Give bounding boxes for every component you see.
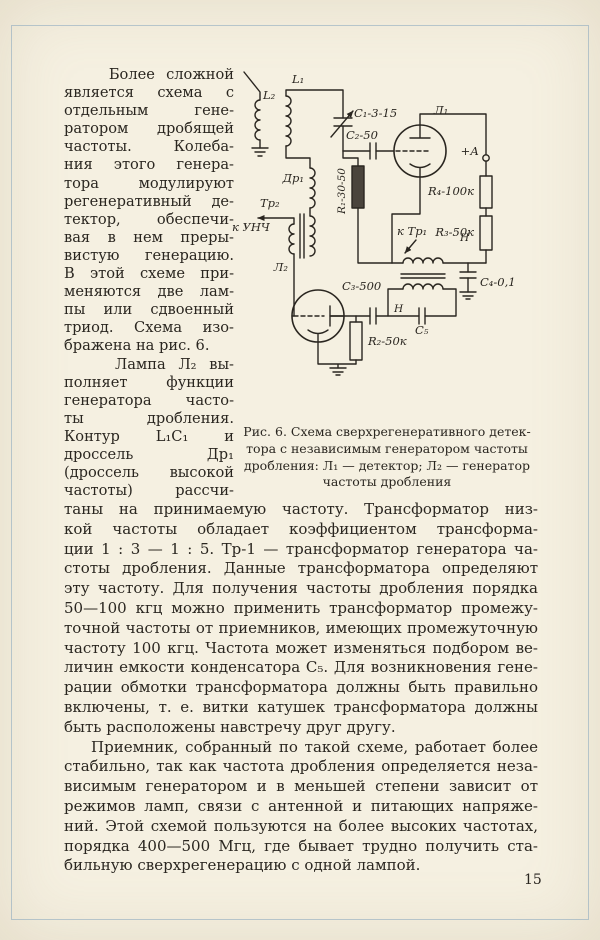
coil-L2	[254, 99, 261, 149]
wire	[342, 150, 393, 264]
wire	[285, 89, 344, 152]
resistor-R3	[479, 215, 493, 251]
paragraph-4: Приемник, собранный по такой схеме, рабо…	[64, 737, 538, 855]
label-plus-a: +А	[461, 144, 479, 158]
paragraph-3-last-line: быть расположены навстречу друг другу.	[64, 717, 396, 736]
label-C1: C₁-3-15	[354, 106, 397, 120]
ground-icon	[329, 367, 347, 376]
to-unch-arrow	[257, 215, 295, 225]
label-R2: R₂-50к	[367, 334, 407, 348]
wire	[391, 176, 421, 264]
page-number: 15	[524, 872, 542, 888]
label-C4: C₄-0,1	[480, 275, 516, 289]
label-L2: L₂	[262, 88, 276, 102]
plus-a-terminal	[482, 154, 490, 162]
wire	[329, 288, 457, 317]
label-N-c5: Н	[393, 303, 404, 315]
transformer-Tr1	[400, 257, 446, 290]
capacitor-C3	[369, 307, 377, 325]
paragraph-2: Лампа Л₂ вы- полняет функции генератора …	[64, 355, 234, 500]
paragraph-1-last-line: бражена на рис. 6.	[64, 337, 210, 355]
capacitor-C4	[459, 271, 477, 279]
resistor-R1	[351, 165, 365, 209]
to-tr1-arrow	[404, 239, 417, 254]
left-column: Более сложной является схема с отдельным…	[64, 66, 234, 500]
ground-icon	[459, 291, 477, 300]
wire	[419, 113, 487, 264]
figure-6: L₂ L₁ C₁-3-15 C₂-50 Л₁ +А Др₁ R₁-30-50 R…	[230, 68, 542, 417]
capacitor-C5	[418, 307, 426, 325]
label-C2: C₂-50	[346, 128, 378, 142]
antenna-icon	[243, 71, 261, 101]
label-R1: R₁-30-50	[336, 168, 348, 215]
resistor-R2	[349, 321, 363, 361]
main-text: таны на принимаемую частоту. Трансформат…	[64, 500, 538, 876]
transformer-Tr2	[288, 213, 316, 259]
label-C3: C₃-500	[342, 279, 381, 293]
label-N-winding: Н	[459, 232, 470, 244]
wire	[387, 262, 487, 317]
figure-caption: Рис. 6. Схема сверхрегенеративного детек…	[243, 424, 531, 490]
label-L1: L₁	[291, 72, 304, 86]
coil-L1	[285, 95, 292, 147]
paragraph-3: таны на принимаемую частоту. Трансформат…	[64, 500, 538, 716]
label-R3: R₃-50к	[434, 225, 474, 239]
capacitor-C2	[369, 142, 377, 160]
resistor-R4	[479, 175, 493, 209]
label-Tr2: Тр₂	[260, 196, 280, 210]
circuit-diagram: L₂ L₁ C₁-3-15 C₂-50 Л₁ +А Др₁ R₁-30-50 R…	[232, 71, 516, 376]
paragraph-4-last-line: бильную сверхрегенерацию с одной лампой.	[64, 856, 421, 875]
wire	[285, 145, 311, 217]
label-tube1: Л₁	[433, 103, 448, 117]
choke-Dr1	[309, 167, 316, 209]
label-tube2: Л₂	[273, 260, 289, 274]
tube-L1	[393, 124, 447, 178]
label-to-tr1: к Тр₁	[397, 224, 427, 238]
label-Dr1: Др₁	[282, 171, 304, 185]
label-C5: C₅	[415, 323, 429, 337]
paragraph-1: Более сложной является схема с отдельным…	[64, 66, 234, 337]
capacitor-C1-variable	[330, 110, 354, 138]
label-R4: R₄-100к	[427, 184, 474, 198]
ground-icon	[251, 147, 269, 157]
label-to-unch: к УНЧ	[232, 220, 271, 234]
